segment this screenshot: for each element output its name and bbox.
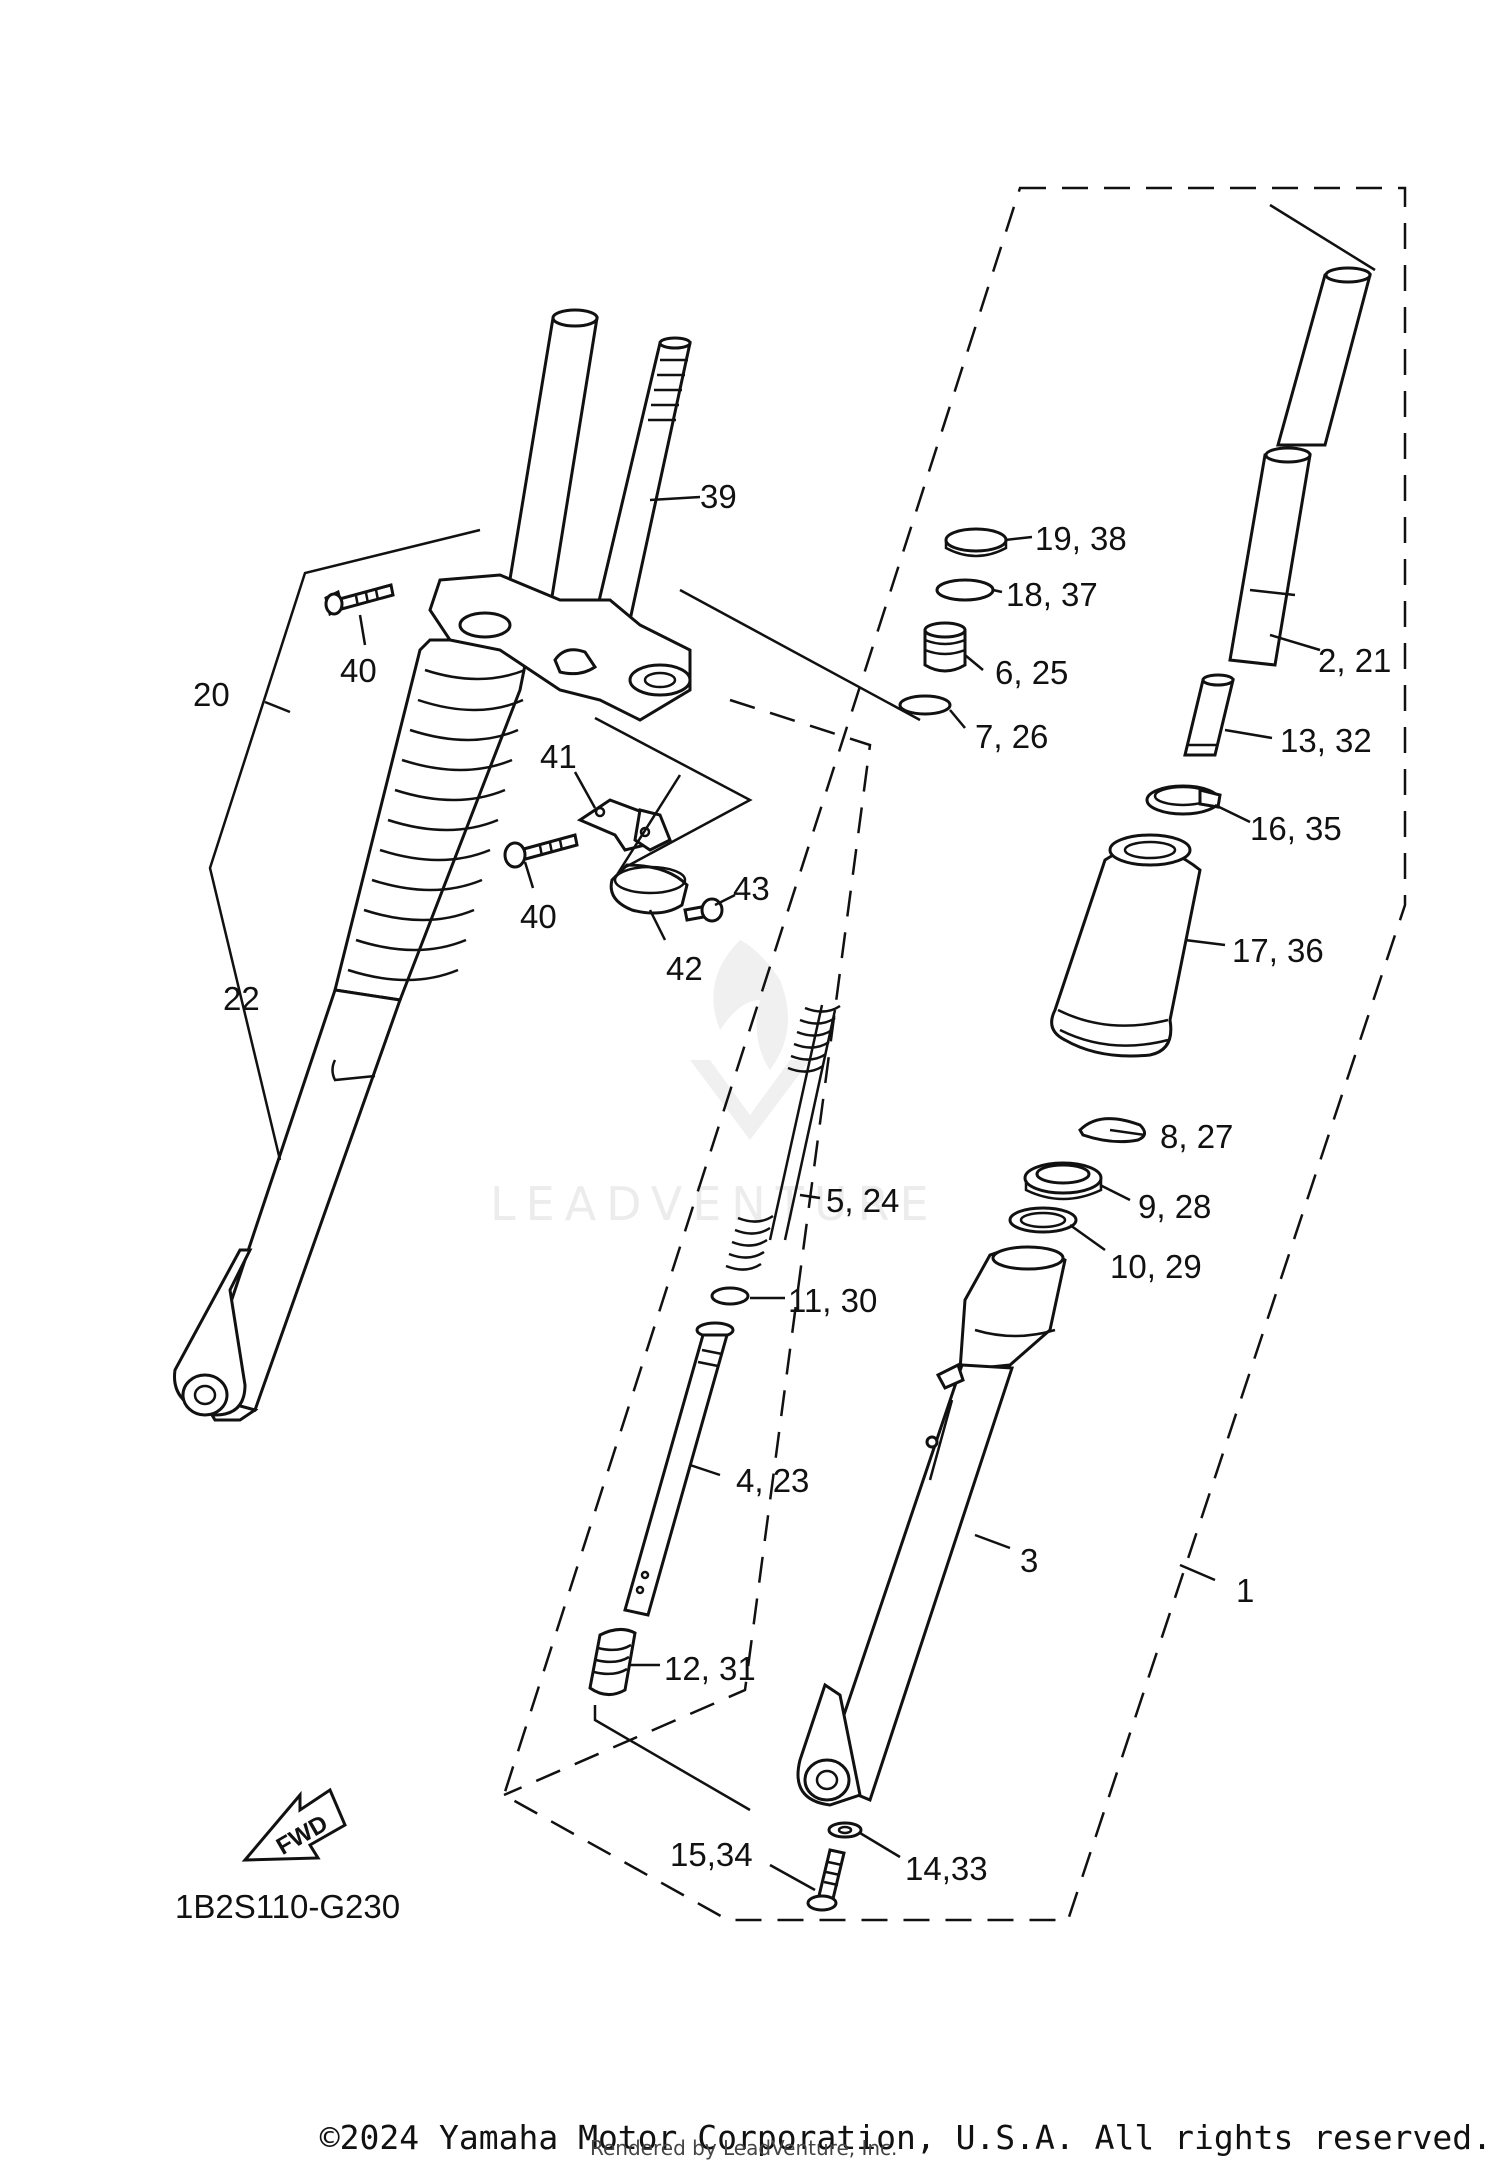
callout-12-31: 12, 31 [664,1650,756,1687]
callout-leaders [264,495,1321,1892]
fork-spring-5 [725,1004,841,1271]
diagram-code: 1B2S110-G230 [175,1888,400,1925]
callout-39: 39 [700,478,737,515]
leader-20-22 [208,528,481,1161]
callout-11-30: 11, 30 [788,1282,877,1319]
washer-14 [827,1821,863,1839]
leader-lower-group [593,1705,751,1812]
left-fork-assembly [173,308,599,1422]
leader-top-tube [1269,203,1376,272]
callout-13-32: 13, 32 [1280,722,1372,759]
screw-43 [683,897,724,923]
callout-43: 43 [733,870,770,907]
washer-10 [1008,1206,1078,1234]
rendered-by-text: Rendered by LeadVenture, Inc. [590,2136,898,2160]
inner-parts-outline [503,698,872,1797]
callout-40-upper: 40 [340,652,377,689]
bolt-40-upper [324,583,395,617]
callout-5-24: 5, 24 [826,1182,899,1219]
cap-19 [944,527,1008,558]
copyright-text: ©2024 Yamaha Motor Corporation, U.S.A. A… [319,2118,1492,2157]
watermark-text: LEADVENTURE [490,1177,939,1231]
leader-spring-group [679,588,921,722]
callout-6-25: 6, 25 [995,654,1068,691]
boot-band-16 [1145,784,1222,816]
callout-16-35: 16, 35 [1250,810,1342,847]
ring-18 [935,578,995,602]
callout-14-33: 14,33 [905,1850,988,1887]
bellows-boot [333,638,532,1002]
callout-19-38: 19, 38 [1035,520,1127,557]
callout-8-27: 8, 27 [1160,1118,1233,1155]
slide-bushing-13 [1183,673,1235,757]
callout-3: 3 [1020,1542,1038,1579]
callout-labels: 19, 38 18, 37 6, 25 7, 26 2, 21 13, 32 1… [193,478,1391,1887]
callout-42: 42 [666,950,703,987]
fwd-arrow: FWD [241,1787,347,1862]
cap-bolt-6 [923,621,967,673]
callout-1: 1 [1236,1572,1254,1609]
inner-tube-2 [1228,266,1372,667]
callout-15-34: 15,34 [670,1836,753,1873]
watermark: LEADVENTURE [490,940,939,1231]
rebound-spring-12 [588,1628,637,1696]
under-bracket [428,573,692,722]
cable-guide-41 [576,798,672,852]
callout-40-lower: 40 [520,898,557,935]
callout-9-28: 9, 28 [1138,1188,1211,1225]
callout-10-29: 10, 29 [1110,1248,1202,1285]
callout-2-21: 2, 21 [1318,642,1391,679]
bolt-40-lower [503,833,579,869]
callout-41: 41 [540,738,577,775]
leader-inner-group [594,716,753,874]
callout-4-23: 4, 23 [736,1462,809,1499]
callout-18-37: 18, 37 [1006,576,1098,613]
dust-boot-17 [1050,833,1202,1058]
callout-7-26: 7, 26 [975,718,1048,755]
piston-ring-11 [710,1286,750,1306]
assembly-outline [502,186,1407,1922]
bolt-15 [806,1848,846,1912]
clamp-42 [609,863,689,915]
o-ring-7 [898,694,952,716]
callout-20: 20 [193,676,230,713]
callout-17-36: 17, 36 [1232,932,1324,969]
oil-seal-9 [1023,1161,1103,1201]
steering-stem [593,336,692,622]
damper-rod-4 [623,1321,735,1617]
callout-22: 22 [223,980,260,1017]
outer-tube-3 [796,1245,1067,1807]
